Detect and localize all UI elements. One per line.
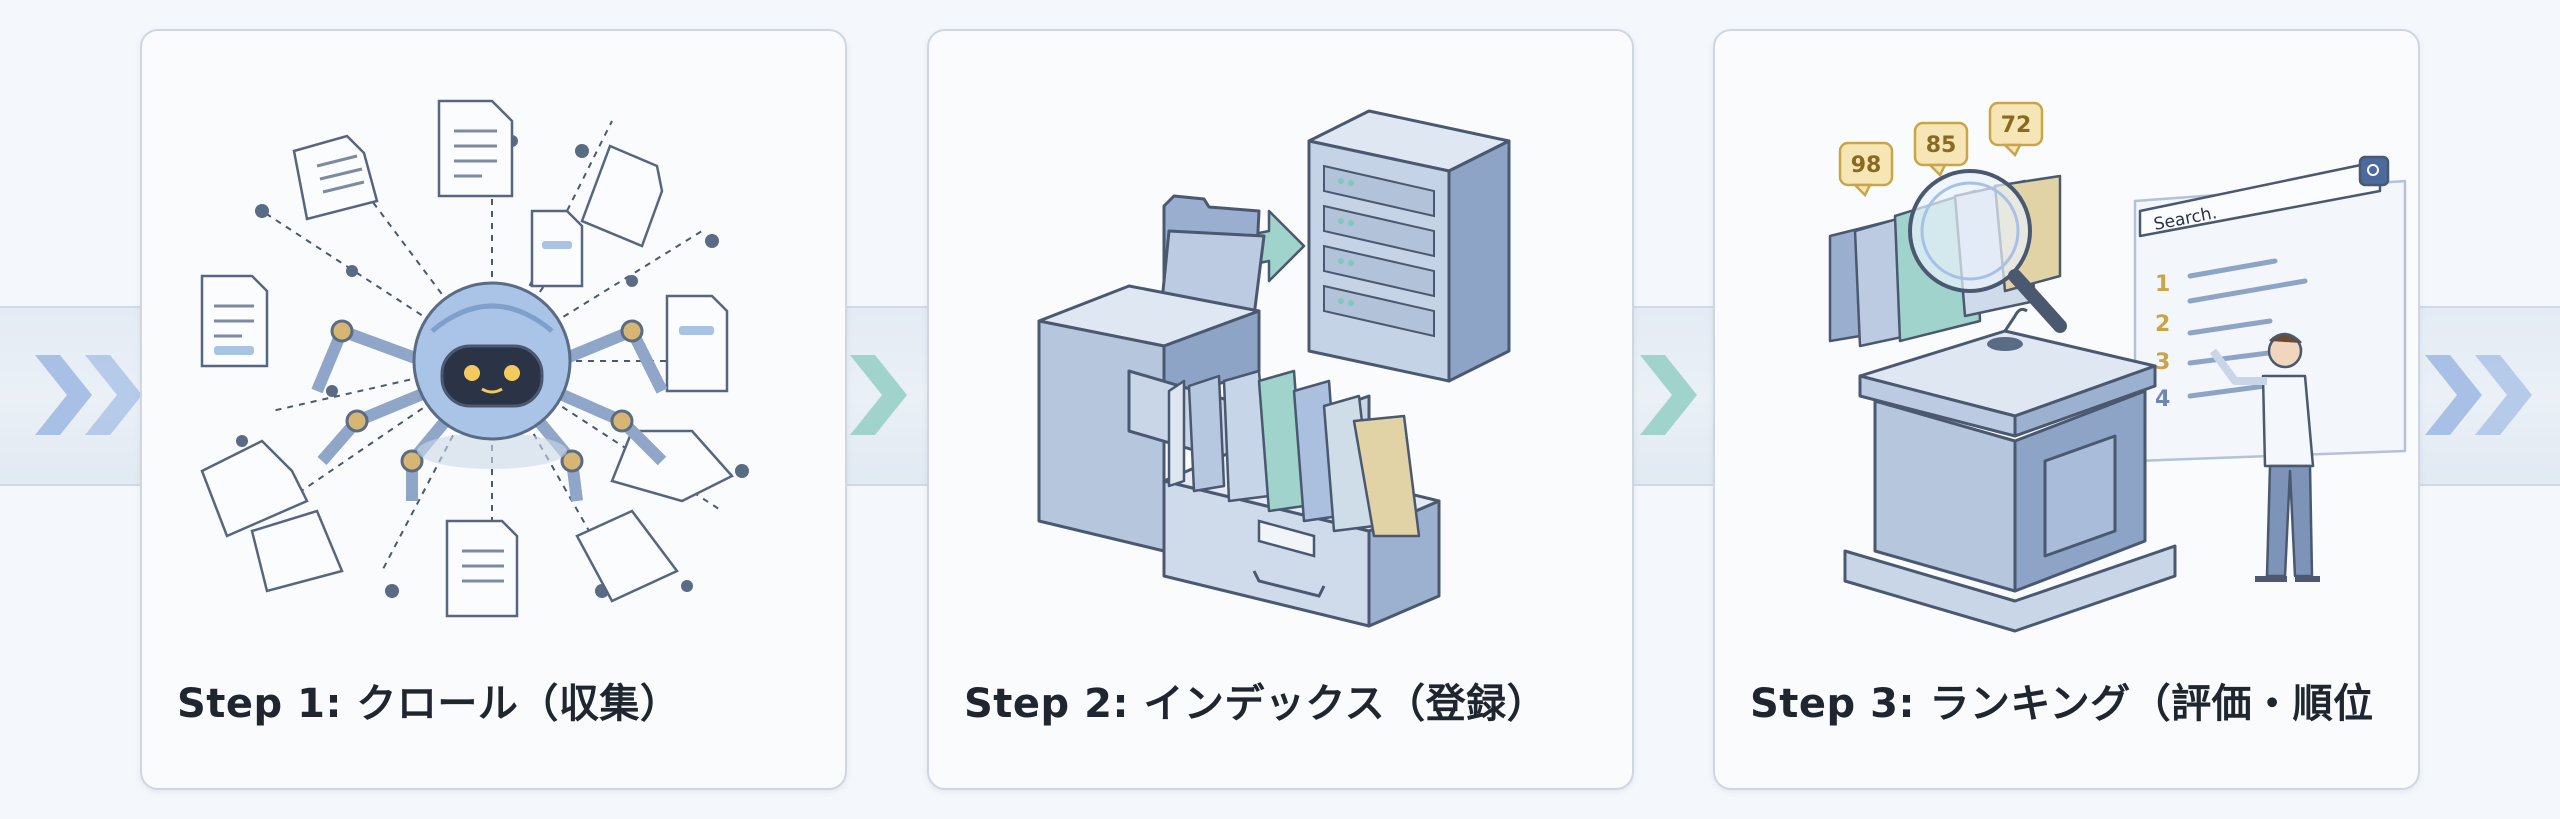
score-badge-3: 72 <box>2001 113 2032 138</box>
rank-number-3: 3 <box>2155 350 2170 375</box>
ranking-podium-icon: Search. 1 2 3 4 <box>1828 101 2407 633</box>
chevron-right-group-icon <box>2425 355 2532 435</box>
step-3-caption: Step 3: ランキング（評価・順位 <box>1750 681 2374 727</box>
chevron-middle2-group-icon <box>1640 355 1697 435</box>
chevron-middle1-group-icon <box>850 355 907 435</box>
chevron-left-group-icon <box>35 355 142 435</box>
score-badge-2: 85 <box>1926 133 1957 158</box>
step-3-panel: Search. 1 2 3 4 <box>1713 29 2420 790</box>
score-badge-1: 98 <box>1851 153 1882 178</box>
crawler-spider-robot-icon <box>200 99 749 618</box>
rank-number-4: 4 <box>2155 387 2170 412</box>
rank-number-1: 1 <box>2155 272 2170 297</box>
rank-number-2: 2 <box>2155 312 2170 337</box>
person-icon <box>2209 332 2320 582</box>
file-cabinet-server-icon <box>1037 109 1511 628</box>
step-1-caption: Step 1: クロール（収集） <box>177 681 681 727</box>
step-2-panel: Step 2: インデックス（登録） <box>927 29 1634 790</box>
step-1-panel: Step 1: クロール（収集） <box>140 29 847 790</box>
step-2-caption: Step 2: インデックス（登録） <box>964 681 1548 727</box>
